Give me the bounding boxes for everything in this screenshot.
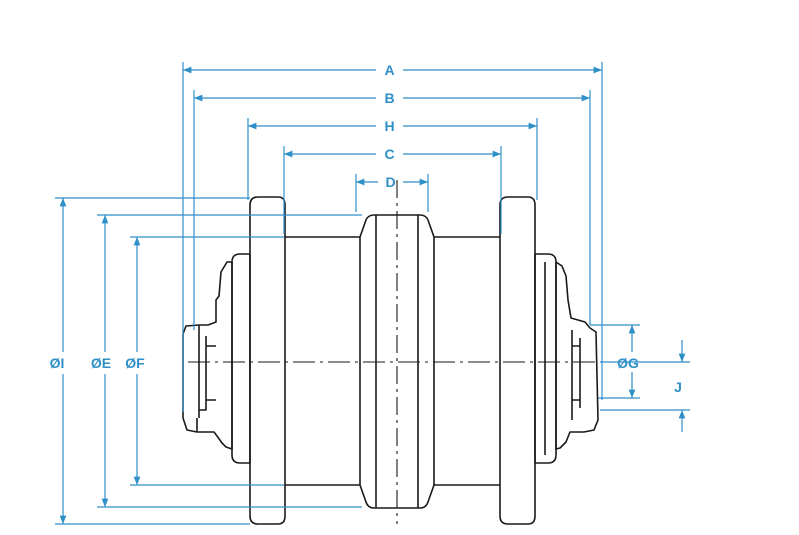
center-lines [188,180,610,524]
label-d: D [385,174,395,190]
body-right [434,236,500,486]
right-hub [534,253,557,464]
label-h: H [384,118,394,134]
right-end-cap [555,261,599,450]
label-i-diameter: ØI [50,355,65,371]
label-e-diameter: ØE [91,355,111,371]
dimension-lines [55,62,690,525]
label-a: A [384,62,394,78]
dimension-labels: A B H C D ØI ØE ØF ØG J [50,62,682,395]
left-hub [231,253,251,464]
label-g-diameter: ØG [617,355,639,371]
left-flange [249,196,286,525]
label-c: C [384,146,394,162]
right-cap-inner [571,330,581,420]
label-j: J [674,379,682,395]
left-cap-inner [196,325,216,432]
right-flange [499,196,536,525]
roller-outline [182,196,599,525]
body-left [285,236,360,486]
label-f-diameter: ØF [125,355,145,371]
label-b: B [384,90,394,106]
left-end-cap [182,261,233,450]
